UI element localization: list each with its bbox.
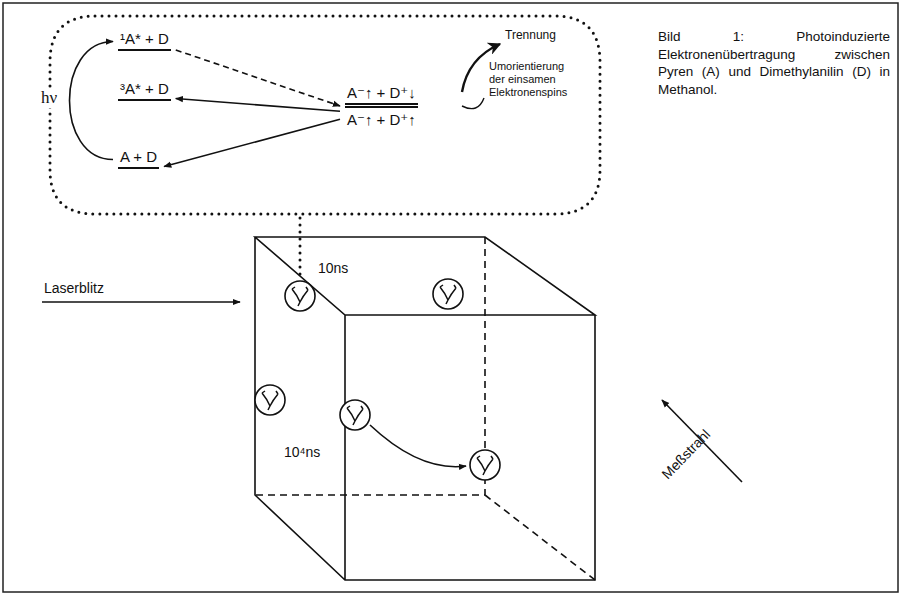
time-label: 10⁴ns bbox=[284, 444, 320, 461]
energy-level: A + D bbox=[118, 148, 159, 169]
energy-level: ³A* + D bbox=[118, 80, 171, 101]
molecule bbox=[433, 279, 463, 309]
thought-bubble bbox=[50, 16, 600, 214]
energy-level: ¹A* + D bbox=[118, 30, 171, 51]
molecule bbox=[340, 400, 370, 430]
figure-caption: Bild 1: Photoinduzierte Elektronenübertr… bbox=[658, 28, 890, 98]
process-note: Umorientierung der einsamen Elektronensp… bbox=[489, 60, 581, 100]
transition-arrow bbox=[164, 119, 340, 166]
transition-arrow bbox=[70, 42, 114, 160]
level-term: A + D bbox=[118, 148, 159, 169]
cube bbox=[255, 237, 595, 580]
level-term: A⁻↑ + D⁺↑ bbox=[345, 108, 418, 128]
edge-label: hν bbox=[40, 88, 58, 108]
molecule bbox=[255, 385, 285, 415]
time-label: 10ns bbox=[318, 260, 348, 277]
level-term: A⁻↑ + D⁺↓ bbox=[345, 84, 418, 108]
process-label: Trennung bbox=[505, 28, 556, 42]
level-term: ³A* + D bbox=[118, 80, 171, 101]
molecule bbox=[285, 281, 315, 311]
diffusion-arrow bbox=[370, 425, 466, 467]
level-term: ¹A* + D bbox=[118, 30, 171, 51]
energy-level: A⁻↑ + D⁺↓A⁻↑ + D⁺↑ bbox=[345, 84, 418, 128]
frame bbox=[3, 3, 898, 592]
molecule bbox=[470, 450, 500, 480]
beam-label: Laserblitz bbox=[44, 280, 104, 297]
bubble-tail bbox=[299, 218, 302, 278]
laser-arrow bbox=[42, 301, 240, 303]
beam-label: Meßstrahl bbox=[658, 426, 713, 482]
spin-curve bbox=[462, 98, 484, 109]
transition-arrow bbox=[176, 98, 340, 111]
transition-arrow bbox=[176, 50, 340, 106]
